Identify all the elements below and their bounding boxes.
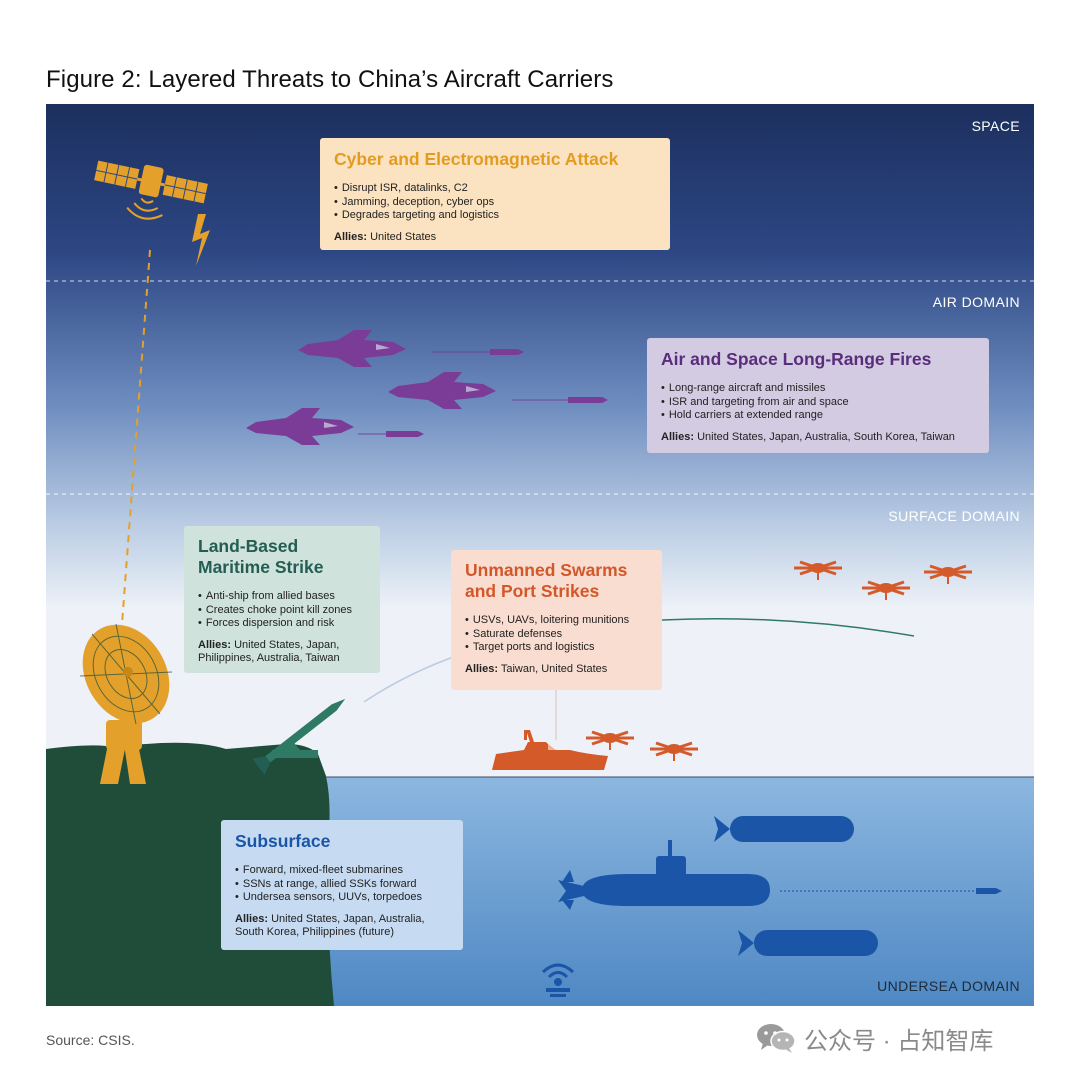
bullet-item: Degrades targeting and logistics — [334, 209, 656, 223]
domain-label-space: SPACE — [971, 118, 1020, 134]
card-allies: Allies: United States, Japan, Australia,… — [661, 431, 975, 445]
allies-list: United States, Japan, Philippines, Austr… — [198, 638, 340, 665]
allies-label: Allies: — [661, 430, 695, 443]
fighter-jet-icon — [388, 372, 496, 409]
drone-icon — [794, 560, 842, 580]
watermark-text: 公众号 · 占知智库 — [804, 1027, 994, 1055]
card-allies: Allies: United States, Japan, Philippine… — [198, 639, 366, 666]
allies-label: Allies: — [465, 662, 499, 675]
bullet-item: Undersea sensors, UUVs, torpedoes — [235, 891, 449, 905]
fighter-jet-icon — [298, 330, 406, 367]
card-bullets: Forward, mixed-fleet submarines SSNs at … — [235, 864, 449, 905]
heading-line: and Port Strikes — [465, 581, 600, 601]
bullet-item: Creates choke point kill zones — [198, 604, 366, 618]
threat-scene: SPACE AIR DOMAIN SURFACE DOMAIN UNDERSEA… — [46, 104, 1034, 1006]
allies-list: United States, Japan, Australia, South K… — [235, 912, 425, 939]
bullet-item: SSNs at range, allied SSKs forward — [235, 878, 449, 892]
card-heading: Cyber and Electromagnetic Attack — [334, 149, 619, 169]
drone-icon — [862, 580, 910, 600]
bullet-item: Long-range aircraft and missiles — [661, 382, 975, 396]
bullet-item: Target ports and logistics — [465, 641, 648, 655]
satellite-radar-link — [121, 249, 151, 625]
card-allies: Allies: Taiwan, United States — [465, 663, 648, 677]
uuv-icon — [714, 816, 854, 842]
drone-icon — [924, 564, 972, 584]
watermark: 公众号 · 占知智库 — [756, 1021, 993, 1055]
lightning-icon — [192, 214, 210, 266]
bullet-item: Anti-ship from allied bases — [198, 590, 366, 604]
submarine-icon — [558, 840, 770, 910]
bullet-item: Disrupt ISR, datalinks, C2 — [334, 182, 656, 196]
uuv-icon — [738, 930, 878, 956]
missile-launcher-icon — [252, 698, 346, 775]
missile-icon — [432, 349, 524, 355]
drone-trajectory — [661, 617, 915, 637]
card-bullets: Disrupt ISR, datalinks, C2 Jamming, dece… — [334, 182, 656, 223]
card-cyber-attack: Cyber and Electromagnetic Attack Disrupt… — [320, 138, 670, 250]
missile-icon — [358, 431, 424, 437]
card-bullets: USVs, UAVs, loitering munitions Saturate… — [465, 614, 648, 655]
allies-list: United States — [370, 230, 437, 243]
satellite-icon — [94, 160, 208, 220]
bullet-item: Forward, mixed-fleet submarines — [235, 864, 449, 878]
sensor-wifi-icon — [541, 963, 575, 997]
bullet-item: Hold carriers at extended range — [661, 409, 975, 423]
bullet-item: Saturate defenses — [465, 628, 648, 642]
wechat-icon — [757, 1024, 796, 1053]
bullet-item: Forces dispersion and risk — [198, 617, 366, 631]
bullet-item: ISR and targeting from air and space — [661, 396, 975, 410]
domain-label-surface: SURFACE DOMAIN — [888, 508, 1020, 524]
card-heading: Air and Space Long-Range Fires — [661, 349, 932, 369]
allies-label: Allies: — [334, 230, 368, 243]
figure-title: Figure 2: Layered Threats to China’s Air… — [46, 66, 614, 93]
card-bullets: Long-range aircraft and missiles ISR and… — [661, 382, 975, 423]
allies-list: United States, Japan, Australia, South K… — [697, 430, 955, 443]
fighter-jet-icon — [246, 408, 354, 445]
card-heading: Subsurface — [235, 831, 331, 851]
domain-label-undersea: UNDERSEA DOMAIN — [877, 978, 1020, 994]
usv-boat-icon — [492, 730, 608, 770]
drone-icon — [586, 730, 634, 750]
radar-dish-icon — [79, 623, 173, 784]
domain-label-air: AIR DOMAIN — [932, 294, 1020, 310]
drone-icon — [650, 741, 698, 761]
torpedo-icon — [780, 888, 1002, 894]
allies-label: Allies: — [198, 638, 232, 651]
heading-line: Unmanned Swarms — [465, 560, 628, 580]
card-subsurface: Subsurface Forward, mixed-fleet submarin… — [221, 820, 463, 950]
bullet-item: Jamming, deception, cyber ops — [334, 196, 656, 210]
heading-line: Land-Based — [198, 536, 299, 556]
card-bullets: Anti-ship from allied bases Creates chok… — [198, 590, 366, 631]
source-note: Source: CSIS. — [46, 1032, 135, 1048]
missile-icon — [512, 397, 608, 403]
missile-trajectory — [363, 655, 457, 703]
card-long-range-fires: Air and Space Long-Range Fires Long-rang… — [647, 338, 989, 453]
allies-list: Taiwan, United States — [500, 662, 608, 675]
card-allies: Allies: United States, Japan, Australia,… — [235, 913, 449, 940]
allies-label: Allies: — [235, 912, 269, 925]
bullet-item: USVs, UAVs, loitering munitions — [465, 614, 648, 628]
card-allies: Allies: United States — [334, 231, 656, 245]
heading-line: Maritime Strike — [198, 557, 324, 577]
